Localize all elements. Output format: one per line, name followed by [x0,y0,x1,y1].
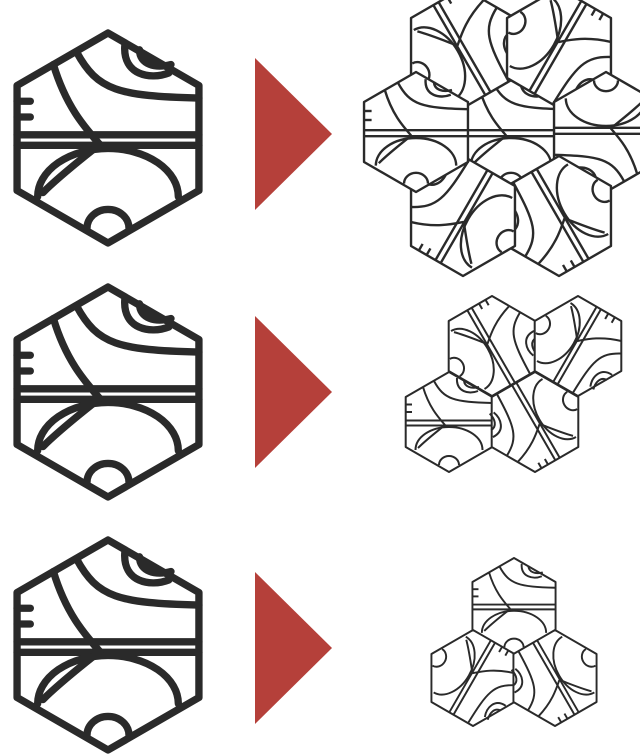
source-tile [17,540,199,750]
result-cluster-3 [411,558,618,738]
source-tile [17,287,199,497]
arrow [255,316,332,468]
source-tile [17,33,199,243]
row-1 [17,0,640,291]
arrow [255,58,332,210]
row-2 [17,284,640,497]
row-3 [17,540,617,750]
arrow [255,572,332,724]
result-cluster-7 [364,0,640,291]
result-cluster-4 [406,284,640,485]
